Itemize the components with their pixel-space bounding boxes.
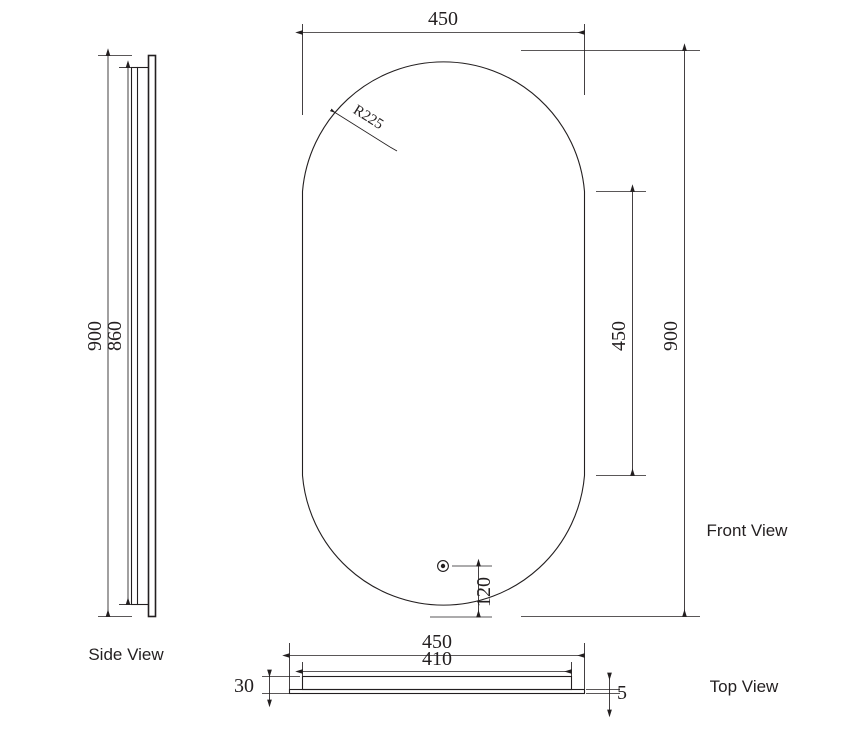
side-view-group: 900 860 Side View bbox=[84, 48, 164, 664]
front-view-group: 450 R225 900 450 bbox=[295, 8, 789, 618]
touch-sensor-icon bbox=[437, 560, 449, 572]
top-view-dim-410-text: 410 bbox=[422, 648, 452, 670]
top-view-dim-410: 410 bbox=[295, 648, 572, 678]
top-view-dim-5-text: 5 bbox=[617, 682, 627, 704]
side-view-label: Side View bbox=[88, 645, 164, 664]
side-view-dim-860-text: 860 bbox=[104, 321, 126, 351]
top-view-panel bbox=[288, 675, 586, 695]
top-view-dim-30-text: 30 bbox=[234, 675, 254, 697]
front-view-dim-120-text: 120 bbox=[473, 577, 495, 607]
top-view-dim-450-text: 450 bbox=[422, 631, 452, 653]
top-view-dim-5: 5 bbox=[586, 672, 627, 718]
front-view-dim-450-height: 450 bbox=[596, 184, 646, 476]
top-view-dim-450: 450 bbox=[282, 631, 585, 689]
front-view-label: Front View bbox=[707, 521, 789, 540]
front-view-dim-450-width: 450 bbox=[295, 8, 585, 115]
front-view-dim-900-height: 900 bbox=[521, 43, 700, 617]
top-view-group: 450 410 30 5 To bbox=[234, 631, 779, 718]
front-view-dim-120: 120 bbox=[430, 558, 495, 618]
front-view-dim-900-height-text: 900 bbox=[660, 321, 682, 351]
side-view-dim-900: 900 bbox=[84, 48, 132, 617]
front-view-dim-r225: R225 bbox=[329, 102, 398, 152]
top-view-label: Top View bbox=[710, 677, 779, 696]
front-view-dim-450-width-text: 450 bbox=[428, 8, 458, 30]
front-view-dim-r225-text: R225 bbox=[350, 102, 386, 133]
side-view-dim-860: 860 bbox=[104, 60, 132, 605]
front-view-dim-450-height-text: 450 bbox=[608, 321, 630, 351]
side-view-profile bbox=[130, 54, 157, 618]
side-view-dim-900-text: 900 bbox=[84, 321, 106, 351]
front-view-mirror-outline bbox=[301, 61, 586, 606]
top-view-dim-30: 30 bbox=[234, 669, 300, 708]
